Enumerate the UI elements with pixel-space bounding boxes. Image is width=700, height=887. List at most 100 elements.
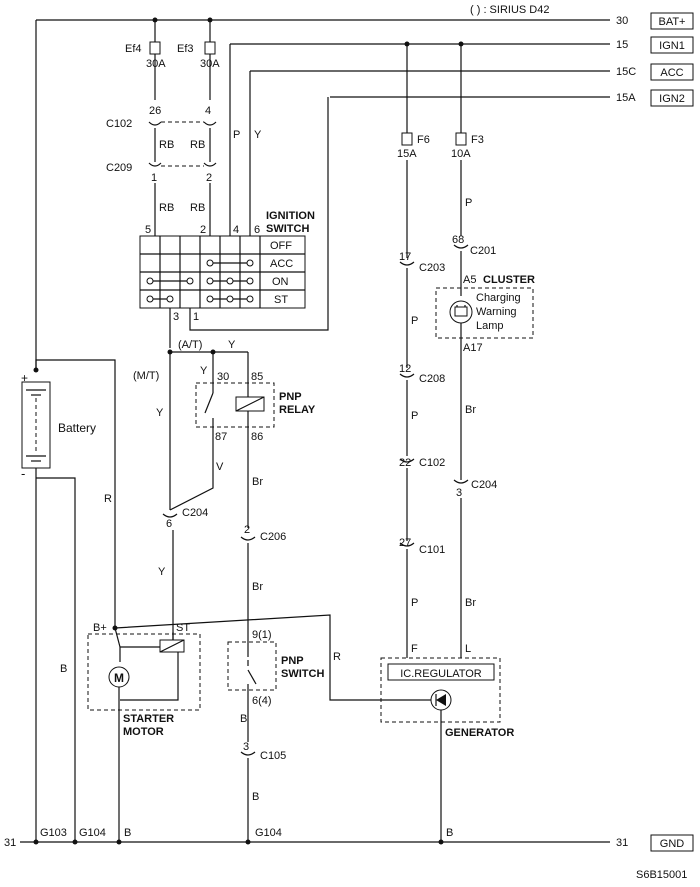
pnp-relay-box — [195, 382, 275, 428]
wire-r-battery: R — [104, 493, 112, 505]
fuse-ef4-rating: 30A — [146, 58, 166, 70]
relay-pin-85: 85 — [251, 371, 263, 383]
wire-r-generator: R — [333, 651, 341, 663]
ground-g104-left: G104 — [79, 827, 106, 839]
wire-br-c206: Br — [252, 581, 263, 593]
ground-g103: G103 — [40, 827, 67, 839]
c203-name: C203 — [419, 262, 445, 274]
pnp-switch-title-1: PNP — [281, 655, 304, 667]
relay-title-2: RELAY — [279, 404, 316, 416]
trans-at: (A/T) — [178, 339, 202, 351]
starter-title-2: MOTOR — [123, 726, 164, 738]
wire-v: V — [216, 461, 224, 473]
wire-y-mt: Y — [156, 407, 164, 419]
c204-left-name: C204 — [182, 507, 208, 519]
starter-st: ST — [176, 622, 190, 634]
c101-name: C101 — [419, 544, 445, 556]
wire-br-cluster: Br — [465, 404, 476, 416]
rail-ign1-label: IGN1 — [659, 40, 685, 52]
c208-name: C208 — [419, 373, 445, 385]
rail-30-num: 30 — [616, 15, 628, 27]
ground-num-right: 31 — [616, 837, 628, 849]
ground-num-left: 31 — [4, 837, 16, 849]
starter-motor-m: M — [114, 671, 124, 685]
rail-15c-num: 15C — [616, 66, 636, 78]
generator-title: GENERATOR — [445, 727, 514, 739]
wire-p-ign: P — [233, 129, 240, 141]
relay-title-1: PNP — [279, 391, 302, 403]
ign-pin-4: 4 — [233, 224, 239, 236]
c102-mid-pin: 22 — [399, 457, 411, 469]
ground-g104-mid: G104 — [255, 827, 282, 839]
c102-top-pin-a: 26 — [149, 105, 161, 117]
fuse-f6-rating: 15A — [397, 148, 417, 160]
ign-title-2: SWITCH — [266, 223, 309, 235]
ign-pos-acc: ACC — [270, 258, 293, 270]
c206-name: C206 — [260, 531, 286, 543]
fuse-f3-rating: 10A — [451, 148, 471, 160]
wire-y-c204: Y — [158, 566, 166, 578]
wire-b-c105: B — [252, 791, 259, 803]
cluster-title: CLUSTER — [483, 274, 535, 286]
relay-pin-87: 87 — [215, 431, 227, 443]
lamp-line-1: Charging — [476, 292, 521, 304]
gen-pin-l: L — [465, 643, 471, 655]
starter-motor-box — [87, 633, 201, 711]
fuse-ef3-rating: 30A — [200, 58, 220, 70]
wire-rb-3: RB — [159, 202, 174, 214]
c102-top-name: C102 — [106, 118, 132, 130]
ign-pin-1: 1 — [193, 311, 199, 323]
pnp-switch-pin-top: 9(1) — [252, 629, 272, 641]
rail-15a-num: 15A — [616, 92, 636, 104]
ic-regulator: IC.REGULATOR — [400, 668, 482, 680]
trans-mt: (M/T) — [133, 370, 159, 382]
c206-pin: 2 — [244, 524, 250, 536]
fuse-f3-name: F3 — [471, 134, 484, 146]
wire-p-f6-1: P — [411, 315, 418, 327]
gen-pin-f: F — [411, 643, 418, 655]
wire-br-c204: Br — [465, 597, 476, 609]
c204-right-name: C204 — [471, 479, 497, 491]
ign-title-1: IGNITION — [266, 210, 315, 222]
ign-pos-on: ON — [272, 276, 289, 288]
c102-mid-name: C102 — [419, 457, 445, 469]
c105-name: C105 — [260, 750, 286, 762]
wire-y-acc: Y — [254, 129, 262, 141]
ground-b-right: B — [446, 827, 453, 839]
c209-pin-b: 2 — [206, 172, 212, 184]
starter-bplus: B+ — [93, 622, 107, 634]
c102-top-pin-b: 4 — [205, 105, 211, 117]
wire-p-f6-3: P — [411, 597, 418, 609]
wire-rb-1: RB — [159, 139, 174, 151]
c209-name: C209 — [106, 162, 132, 174]
fuse-f6-name: F6 — [417, 134, 430, 146]
fuse-ef3-name: Ef3 — [177, 43, 194, 55]
c201-name: C201 — [470, 245, 496, 257]
ign-pos-off: OFF — [270, 240, 292, 252]
c201-pin: 68 — [452, 234, 464, 246]
wire-br-relay: Br — [252, 476, 263, 488]
header-note: ( ) : SIRIUS D42 — [470, 4, 549, 16]
lamp-line-2: Warning — [476, 306, 517, 318]
battery-plus: + — [21, 371, 28, 385]
rail-15-num: 15 — [616, 39, 628, 51]
ign-pin-5: 5 — [145, 224, 151, 236]
ground-label: GND — [660, 838, 685, 850]
cluster-pin-top: A5 — [463, 274, 476, 286]
c208-pin: 12 — [399, 363, 411, 375]
c203-pin: 17 — [399, 251, 411, 263]
ground-b-left: B — [124, 827, 131, 839]
c204-left-pin: 6 — [166, 518, 172, 530]
relay-pin-30: 30 — [217, 371, 229, 383]
c209-pin-a: 1 — [151, 172, 157, 184]
generator-box — [380, 657, 501, 723]
wire-b-pnp: B — [240, 713, 247, 725]
wire-b-battery: B — [60, 663, 67, 675]
cluster-pin-bottom: A17 — [463, 342, 483, 354]
lamp-line-3: Lamp — [476, 320, 504, 332]
c204-right-pin: 3 — [456, 487, 462, 499]
rail-bat-label: BAT+ — [658, 16, 685, 28]
battery-label: Battery — [58, 421, 96, 435]
c105-pin: 3 — [243, 741, 249, 753]
